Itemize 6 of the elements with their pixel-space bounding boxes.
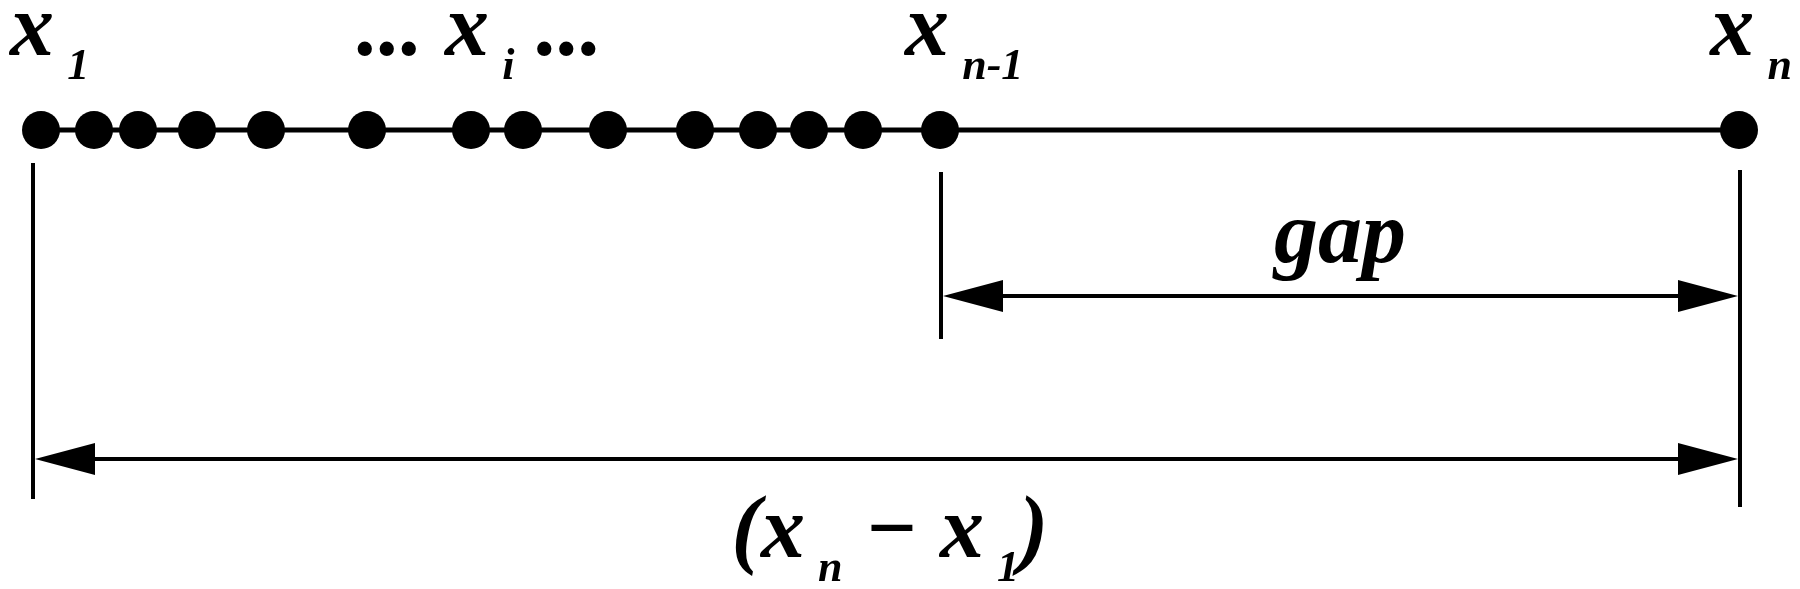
point-label: x$_{n-1}$: [903, 0, 1025, 81]
point-label: ... x$_{i}$ ...: [356, 0, 604, 81]
dimension-label: gap: [1271, 183, 1407, 283]
point-label: x$_{1}$: [8, 0, 91, 81]
dimension-label: (x$_{n}$ − x$_{1}$): [730, 484, 1050, 583]
point-label: x$_{n}$: [1708, 0, 1793, 81]
